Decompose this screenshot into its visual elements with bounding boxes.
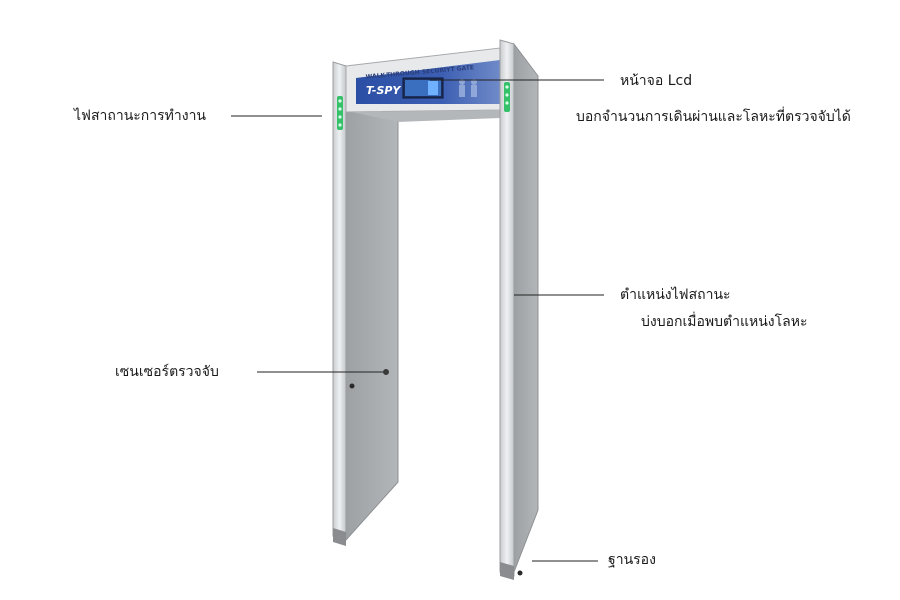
right-pillar xyxy=(499,39,539,580)
top-crossbar: WALK-THROUGH SECURIYT GATE T-SPY xyxy=(345,47,501,122)
position-light-label: ตำแหน่งไฟสถานะ xyxy=(620,287,731,303)
status-light-label: ไฟสาถานะการทำงาน xyxy=(74,108,207,124)
base-label: ฐานรอง xyxy=(608,552,656,568)
left-pillar xyxy=(332,61,399,546)
sensor-dot-left xyxy=(349,383,355,389)
lcd-screen-label: หน้าจอ Lcd xyxy=(620,73,693,89)
leader-lines xyxy=(231,79,604,562)
zone-leds xyxy=(504,82,510,112)
lcd-description: บอกจำนวนการเดินผ่านและโลหะที่ตรวจจับได้ xyxy=(576,109,851,125)
sensor-label: เซนเซอร์ตรวจจับ xyxy=(115,364,219,380)
position-light-description: บ่งบอกเมื่อพบตำแหน่งโลหะ xyxy=(641,314,808,330)
status-leds xyxy=(337,96,343,130)
brand-logo: T-SPY xyxy=(366,84,401,97)
sensor-dot xyxy=(383,369,389,375)
